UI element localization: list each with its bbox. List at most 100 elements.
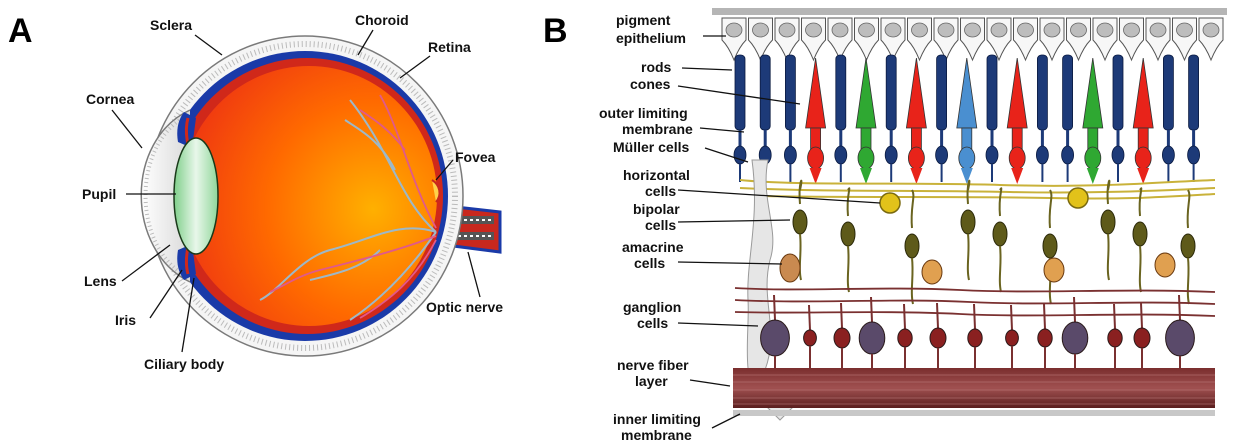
cone-cell [1007, 58, 1027, 184]
label-olm-1: outer limiting [599, 105, 688, 121]
label-pupil: Pupil [82, 186, 116, 202]
inner-limiting-membrane [733, 410, 1215, 416]
top-membrane [712, 8, 1227, 15]
pigment-cell [908, 18, 932, 60]
label-horizontal-1: horizontal [623, 167, 690, 183]
bipolar-cell [1043, 190, 1057, 304]
label-pigment-1: pigment [616, 12, 671, 28]
ganglion-cell [1108, 304, 1122, 368]
label-ilm-1: inner limiting [613, 411, 701, 427]
outer-plexiform-layer [740, 180, 1215, 199]
amacrine-cells [780, 253, 1175, 284]
rod-cell [835, 55, 847, 182]
horizontal-cell [880, 193, 900, 213]
rod-cell [1112, 55, 1124, 182]
pigment-cell [722, 18, 746, 60]
lens-shape [174, 138, 218, 254]
label-amacrine-1: amacrine [622, 239, 684, 255]
label-ilm-2: membrane [621, 427, 692, 443]
label-fovea: Fovea [455, 149, 496, 165]
label-pigment-2: epithelium [616, 30, 686, 46]
label-horizontal-2: cells [645, 183, 676, 199]
label-ciliary-body: Ciliary body [144, 356, 224, 372]
bipolar-cell [993, 188, 1007, 292]
nerve-fiber-layer [733, 368, 1215, 408]
label-muller: Müller cells [613, 139, 689, 155]
panel-a-letter: A [8, 12, 33, 50]
rod-cell [1036, 55, 1048, 182]
pigment-cell [1067, 18, 1091, 60]
label-bipolar-2: cells [645, 217, 676, 233]
label-nfl-1: nerve fiber [617, 357, 689, 373]
panel-b: B [543, 8, 1227, 443]
label-retina: Retina [428, 39, 471, 55]
cone-cell [856, 58, 876, 184]
ganglion-cell [859, 297, 885, 368]
rod-cell [734, 55, 746, 182]
pigment-cell [749, 18, 773, 60]
label-lens: Lens [84, 273, 117, 289]
ganglion-cell [898, 304, 912, 368]
rod-cell [784, 55, 796, 182]
horizontal-cell [1068, 188, 1088, 208]
bipolar-cell [1181, 190, 1195, 304]
bipolar-cell [905, 190, 919, 304]
panel-a: A [8, 12, 503, 372]
bipolar-cell-layer [793, 181, 1195, 304]
pigment-cell [828, 18, 852, 60]
label-ganglion-1: ganglion [623, 299, 681, 315]
label-cornea: Cornea [86, 91, 134, 107]
panel-b-letter: B [543, 12, 568, 50]
label-sclera: Sclera [150, 17, 192, 33]
pigment-cell [1040, 18, 1064, 60]
pigment-cell [1093, 18, 1117, 60]
label-rods: rods [641, 59, 672, 75]
pigment-cell [1014, 18, 1038, 60]
pigment-cell [775, 18, 799, 60]
label-bipolar-1: bipolar [633, 201, 680, 217]
pigment-cell [961, 18, 985, 60]
label-nfl-2: layer [635, 373, 668, 389]
label-amacrine-2: cells [634, 255, 665, 271]
label-optic-nerve: Optic nerve [426, 299, 503, 315]
pigment-cell [802, 18, 826, 60]
cone-cell [1083, 58, 1103, 184]
label-olm-2: membrane [622, 121, 693, 137]
photoreceptor-layer [734, 55, 1200, 184]
bipolar-cell [1101, 181, 1115, 280]
label-iris: Iris [115, 312, 136, 328]
bipolar-cell [961, 181, 975, 280]
bipolar-cell [1133, 188, 1147, 292]
pigment-cell [987, 18, 1011, 60]
ganglion-cell [1038, 304, 1052, 368]
pigment-cell [934, 18, 958, 60]
rod-cell [1162, 55, 1174, 182]
rod-cell [1188, 55, 1200, 182]
vitreous-body [181, 66, 437, 326]
cone-cell [806, 58, 826, 184]
cone-cell [906, 58, 926, 184]
ganglion-cell [1062, 297, 1088, 368]
rod-cell [1062, 55, 1074, 182]
ganglion-cell [1166, 295, 1195, 368]
label-ganglion-2: cells [637, 315, 668, 331]
label-cones: cones [630, 76, 671, 92]
rod-cell [936, 55, 948, 182]
pigment-cell [1146, 18, 1170, 60]
cone-cell [957, 58, 977, 184]
ganglion-cell-layer [761, 295, 1195, 368]
pigment-cell [1199, 18, 1223, 60]
rod-cell [986, 55, 998, 182]
pigment-cell [1173, 18, 1197, 60]
pigment-cell [1120, 18, 1144, 60]
rod-cell [885, 55, 897, 182]
pigment-cell [855, 18, 879, 60]
label-choroid: Choroid [355, 12, 409, 28]
bipolar-cell [841, 188, 855, 292]
pigment-cell [881, 18, 905, 60]
ganglion-cell [804, 305, 817, 368]
pigment-epithelium-layer [722, 18, 1223, 60]
ganglion-cell [1134, 303, 1150, 368]
cone-cell [1133, 58, 1153, 184]
